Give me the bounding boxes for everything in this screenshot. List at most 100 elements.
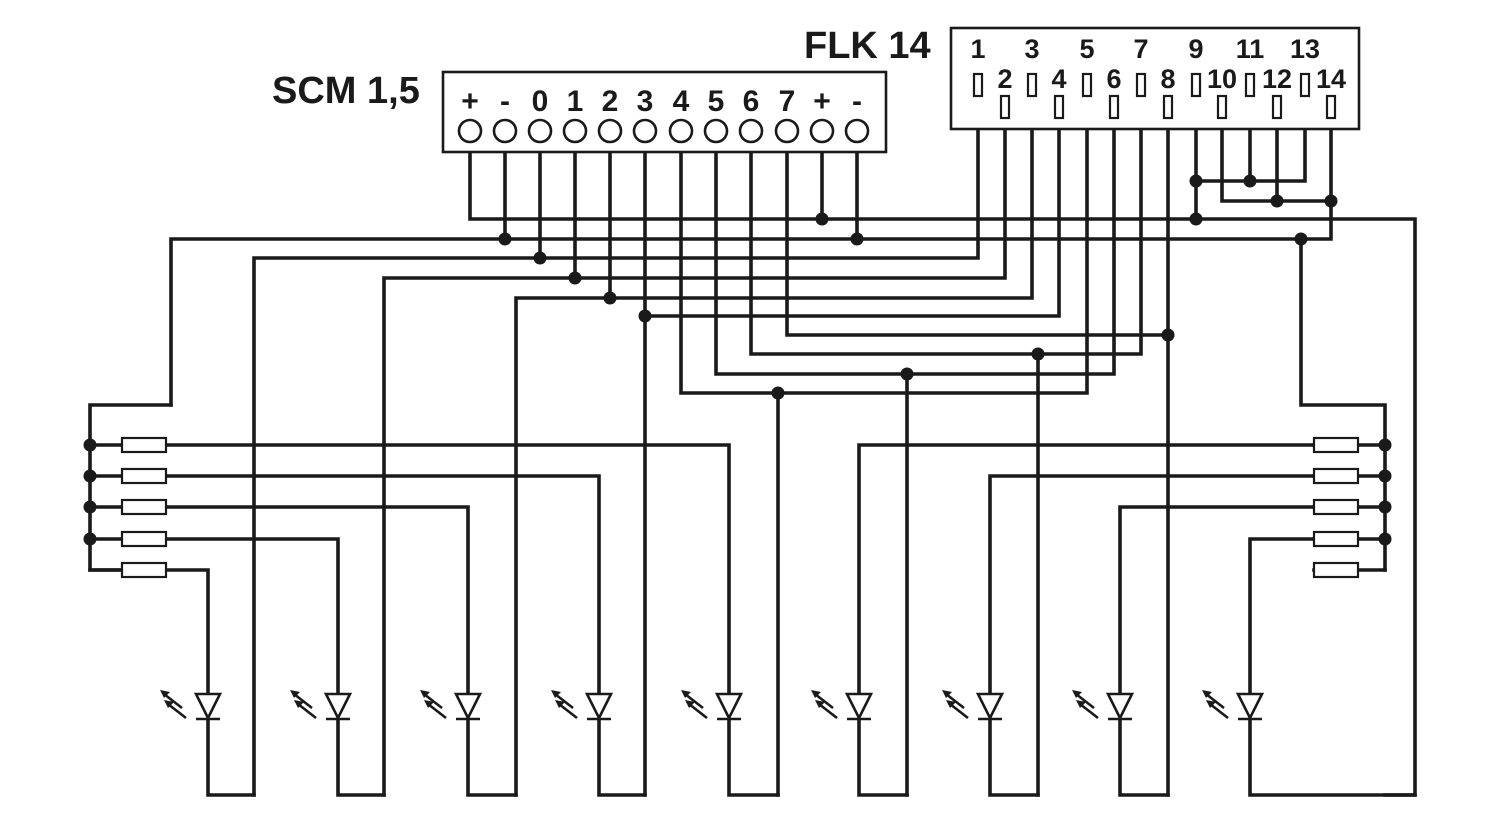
scm-terminal-5 xyxy=(597,118,623,144)
led-emission-ray xyxy=(1075,692,1095,710)
led-emission-ray xyxy=(688,702,708,720)
wire-ch2-pin3 xyxy=(608,94,1034,300)
wire-led-anode xyxy=(1118,505,1316,694)
junction-dots xyxy=(83,174,1392,546)
junction-dot xyxy=(1031,347,1045,361)
led-emission-ray xyxy=(293,692,313,710)
wire-ch7-pin8 xyxy=(785,116,1170,337)
flk-pin-label: 12 xyxy=(1262,64,1292,94)
wire-led-anode xyxy=(164,443,731,694)
flk-pin-9 xyxy=(1190,72,1202,98)
resistor-right-1 xyxy=(1312,436,1360,454)
led-emission-arrowhead xyxy=(420,690,430,698)
led-emission-arrowhead xyxy=(685,700,695,708)
junction-dot xyxy=(83,532,97,546)
flk-pin-10 xyxy=(1216,94,1228,120)
scm-terminal-block xyxy=(441,70,888,154)
flk-pin-3 xyxy=(1026,72,1038,98)
led-emission-arrowhead xyxy=(942,690,952,698)
junction-dot xyxy=(603,291,617,305)
wire-led-cathode xyxy=(597,718,647,797)
wire-led-anode xyxy=(857,443,1316,694)
led-emission-arrowhead xyxy=(1202,690,1212,698)
resistor-left-3 xyxy=(120,498,168,516)
led-emission-arrowhead xyxy=(1206,700,1216,708)
wire-left-rail-feed xyxy=(169,237,507,407)
flk-pin-5 xyxy=(1081,72,1093,98)
wire-pin14-bus xyxy=(503,116,1333,241)
junction-dot xyxy=(83,500,97,514)
scm-terminal-label: - xyxy=(500,85,510,118)
junction-dot xyxy=(1378,532,1392,546)
led-emission-ray xyxy=(945,692,965,710)
led-7 xyxy=(975,692,1005,721)
junction-dot xyxy=(1378,469,1392,483)
led-emission-arrowhead xyxy=(946,700,956,708)
scm-terminal-label: 5 xyxy=(708,85,725,118)
junction-dot xyxy=(533,251,547,265)
led-6 xyxy=(844,692,874,721)
scm-terminal-3 xyxy=(527,118,553,144)
wire-ch1-pin2 xyxy=(573,116,1007,280)
wire-led-cathode xyxy=(988,718,1040,797)
wire-ch0-pin1 xyxy=(538,94,980,260)
scm-terminal-7 xyxy=(668,118,694,144)
wire-led-cathode xyxy=(336,718,386,797)
led-emission-ray xyxy=(163,692,183,710)
flk-pin-label: 2 xyxy=(997,64,1012,94)
flk-pin-4 xyxy=(1053,94,1065,120)
flk-pin-12 xyxy=(1271,94,1283,120)
flk-pin-label: 7 xyxy=(1133,34,1148,64)
led-4 xyxy=(584,692,614,721)
wire-led-cathode xyxy=(206,718,256,797)
led-emission-ray xyxy=(1079,702,1099,720)
junction-dot xyxy=(638,309,652,323)
junction-dot xyxy=(498,232,512,246)
wire-return-ch1 xyxy=(382,276,577,797)
led-emission-arrowhead xyxy=(681,690,691,698)
led-emission-ray xyxy=(427,702,447,720)
junction-dot xyxy=(850,232,864,246)
resistor-right-2 xyxy=(1312,467,1360,485)
scm-terminal-label: 7 xyxy=(779,85,796,118)
junction-dot xyxy=(1161,328,1175,342)
wire-led-anode xyxy=(164,474,601,694)
scm-terminal-label: 4 xyxy=(673,85,690,118)
junction-dot xyxy=(83,438,97,452)
led-emission-arrowhead xyxy=(164,700,174,708)
scm-terminal-label: + xyxy=(461,85,479,118)
scm-terminal-label: 2 xyxy=(602,85,619,118)
junction-dot xyxy=(1189,174,1203,188)
scm-terminal-label: - xyxy=(852,85,862,118)
junction-dot xyxy=(815,212,829,226)
wire-ch5-pin6 xyxy=(714,116,1116,376)
junction-dot xyxy=(1243,174,1257,188)
led-emission-ray xyxy=(814,692,834,710)
flk-pin-label: 5 xyxy=(1079,34,1094,64)
scm-terminal-6 xyxy=(632,118,658,144)
wire-led-cathode xyxy=(1118,718,1170,797)
led-emission-arrowhead xyxy=(424,700,434,708)
wire-led-anode xyxy=(164,537,340,694)
led-emission-ray xyxy=(949,702,969,720)
flk-pin-14 xyxy=(1325,94,1337,120)
led-emission-ray xyxy=(1205,692,1225,710)
junction-dot xyxy=(1270,194,1284,208)
wire-ch3-pin4 xyxy=(643,116,1061,318)
wire-led-cathode xyxy=(727,718,780,797)
flk-title: FLK 14 xyxy=(804,25,931,67)
flk-pin-label: 10 xyxy=(1207,64,1237,94)
flk-pin-label: 4 xyxy=(1051,64,1066,94)
scm-terminal-9 xyxy=(738,118,764,144)
wire-ch6-pin7 xyxy=(749,94,1143,356)
scm-terminal-12 xyxy=(844,118,870,144)
wires xyxy=(88,94,1417,797)
scm-title: SCM 1,5 xyxy=(272,70,420,112)
junction-dot xyxy=(83,469,97,483)
scm-terminal-8 xyxy=(703,118,729,144)
resistor-left-5 xyxy=(120,561,168,579)
led-emission-ray xyxy=(554,692,574,710)
wire-led-anode xyxy=(1248,537,1316,694)
flk-pin-6 xyxy=(1108,94,1120,120)
